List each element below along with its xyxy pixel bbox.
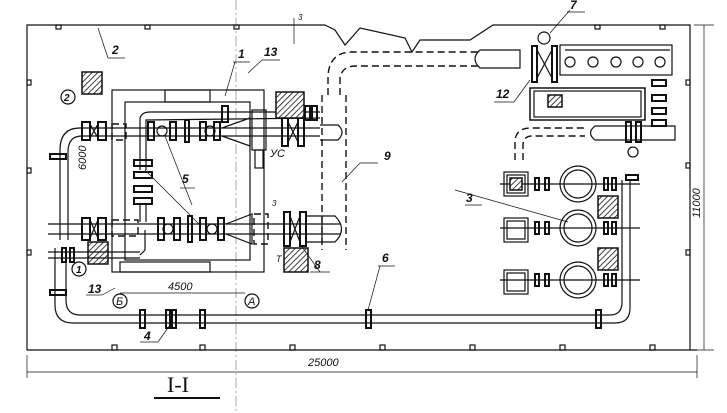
axis-a-label: А	[247, 296, 255, 308]
mark-t: Т	[276, 254, 283, 264]
callout-6: 6	[382, 251, 389, 265]
dimension-width-label: 25000	[307, 357, 339, 369]
upper-pipeline	[59, 91, 343, 240]
callout-2: 2	[111, 43, 119, 57]
lower-pipeline	[48, 71, 343, 273]
mark-level: 3	[298, 13, 303, 22]
section-title: I-I	[167, 372, 189, 397]
callout-9: 9	[384, 149, 391, 163]
mark-level-2: 3	[272, 199, 277, 208]
callout-13: 13	[264, 45, 278, 59]
equipment-box	[81, 71, 103, 95]
dimension-4500: 4500	[168, 281, 193, 293]
circled-callout-2	[60, 89, 76, 105]
axis-b-marker	[112, 293, 128, 309]
circled-callout-1-label: 1	[76, 265, 82, 276]
equipment-box	[87, 241, 109, 265]
callout-1: 1	[238, 47, 245, 61]
circled-callout-2-label: 2	[63, 93, 70, 104]
window	[164, 89, 211, 103]
building-outline	[26, 24, 697, 351]
dimension-height-label: 11000	[691, 187, 703, 218]
mark-us: УС	[269, 148, 285, 160]
window	[119, 261, 211, 273]
gauge-icon	[537, 31, 551, 45]
axis-dimension: Б А 4500 6000	[77, 145, 260, 309]
callout-12: 12	[496, 87, 510, 101]
bottom-pipe	[49, 153, 639, 329]
dimension-width: 25000	[26, 355, 698, 378]
equipment-box	[275, 91, 305, 119]
circled-callout-1	[71, 261, 87, 277]
axis-a-marker	[244, 293, 260, 309]
callout-5: 5	[182, 172, 189, 186]
dimension-height: 11000	[691, 24, 714, 351]
axis-b-label: Б	[116, 296, 123, 308]
equipment-box	[283, 247, 309, 273]
callout-7: 7	[570, 0, 578, 12]
heaters	[500, 165, 640, 299]
dimension-6000: 6000	[77, 145, 89, 170]
callout-4: 4	[143, 329, 151, 343]
gas-inlet-pipeline	[321, 31, 676, 250]
callout-3: 3	[466, 191, 473, 205]
callouts: 2 1 13 5 3 9 6 4 8 7 12 13 2 1	[60, 0, 585, 343]
callout-8: 8	[314, 258, 321, 272]
callout-13-lower: 13	[88, 282, 102, 296]
